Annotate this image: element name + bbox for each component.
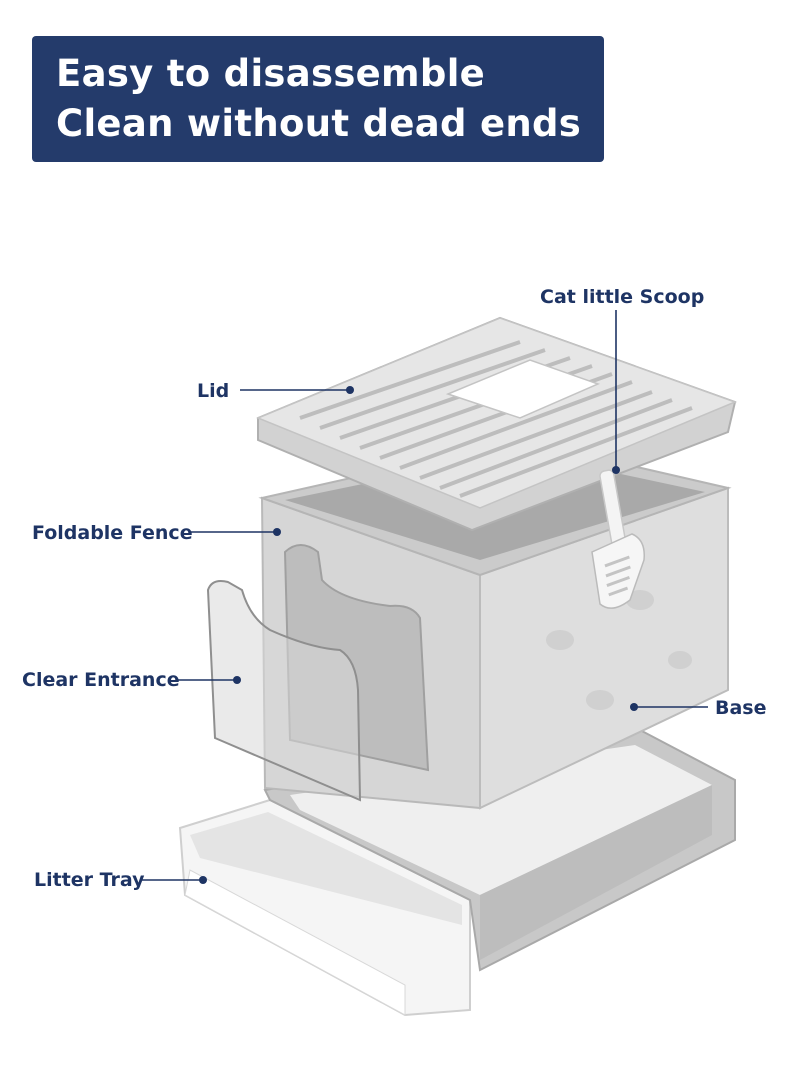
headline-line-1: Easy to disassemble xyxy=(56,52,486,95)
label-cat-little-scoop: Cat little Scoop xyxy=(540,286,705,308)
label-foldable-fence: Foldable Fence xyxy=(32,522,193,544)
clear-entrance-illustration xyxy=(206,580,362,802)
headline-banner: Easy to disassemble Clean without dead e… xyxy=(32,36,604,162)
label-lid: Lid xyxy=(197,380,230,402)
label-clear-entrance: Clear Entrance xyxy=(22,669,180,691)
headline-line-2: Clean without dead ends xyxy=(56,102,582,145)
label-litter-tray: Litter Tray xyxy=(34,869,145,891)
scoop-illustration xyxy=(591,469,645,609)
label-base: Base xyxy=(715,697,767,719)
leader-lines xyxy=(142,310,708,884)
